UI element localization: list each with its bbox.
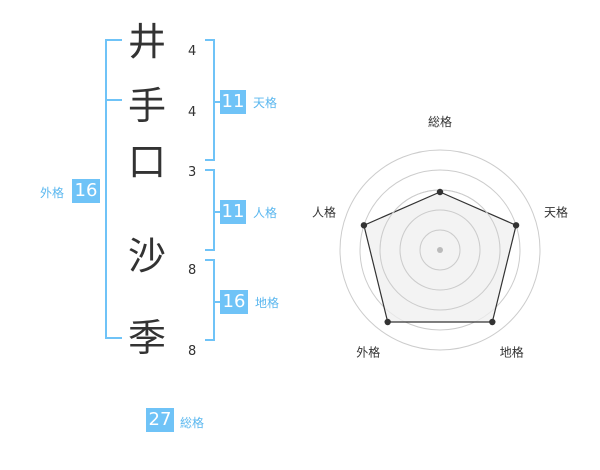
radar-point-2 [512,222,520,229]
radar-label-4: 外格 [356,345,380,360]
radar-label-1: 総格 [428,114,452,129]
jinkaku-value: 11 [220,200,246,224]
tenkaku-label: 天格 [253,96,278,110]
name-char-2: 手 [127,84,166,128]
radar-label-2: 天格 [544,204,568,219]
stroke-count-5: 8 [188,344,197,359]
gaikaku-bracket [105,39,122,339]
radar-inner-ring-3 [419,229,461,271]
tenkaku-value: 11 [220,90,246,114]
stroke-count-2: 4 [188,105,197,120]
chikaku-label: 地格 [255,296,280,310]
radar-point-4 [384,318,391,326]
stroke-count-1: 4 [188,44,197,59]
name-char-3: 口 [127,140,166,184]
radar-center-dot [437,247,443,253]
radar-label-3: 地格 [500,345,524,360]
soukaku-value: 27 [146,408,174,432]
stroke-count-3: 3 [188,165,197,180]
name-char-1: 井 [127,20,166,64]
radar-ring-2 [359,169,521,331]
radar-polygon [363,191,517,323]
radar-inner-ring-2 [399,209,481,291]
radar-label-5: 人格 [312,204,336,219]
name-char-4: 沙 [127,234,166,278]
jinkaku-bracket [205,169,215,251]
radar-point-1 [436,188,444,196]
stroke-count-4: 8 [188,263,197,278]
name-char-5: 季 [127,316,166,360]
gaikaku-value: 16 [72,179,100,203]
chikaku-value: 16 [220,290,248,314]
radar-point-5 [360,222,368,229]
radar-point-3 [489,318,496,326]
gaikaku-label: 外格 [40,186,65,200]
tenkaku-bracket [205,39,215,161]
soukaku-label: 総格 [180,416,205,430]
chikaku-bracket [205,259,215,341]
jinkaku-label: 人格 [253,206,278,220]
